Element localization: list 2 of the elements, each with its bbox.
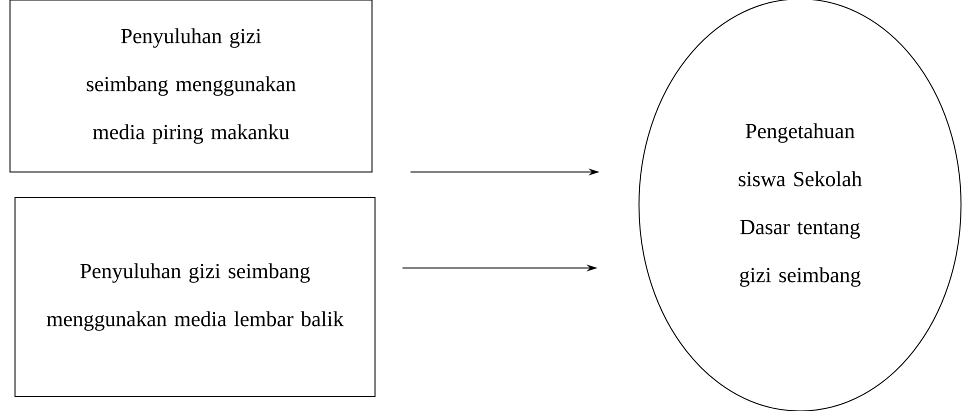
process-box: Penyuluhan gizi seimbang menggunakan media lembar balik — [14, 196, 376, 397]
process-box: Penyuluhan gizi seimbang menggunakan media piring makanku — [10, 0, 372, 172]
